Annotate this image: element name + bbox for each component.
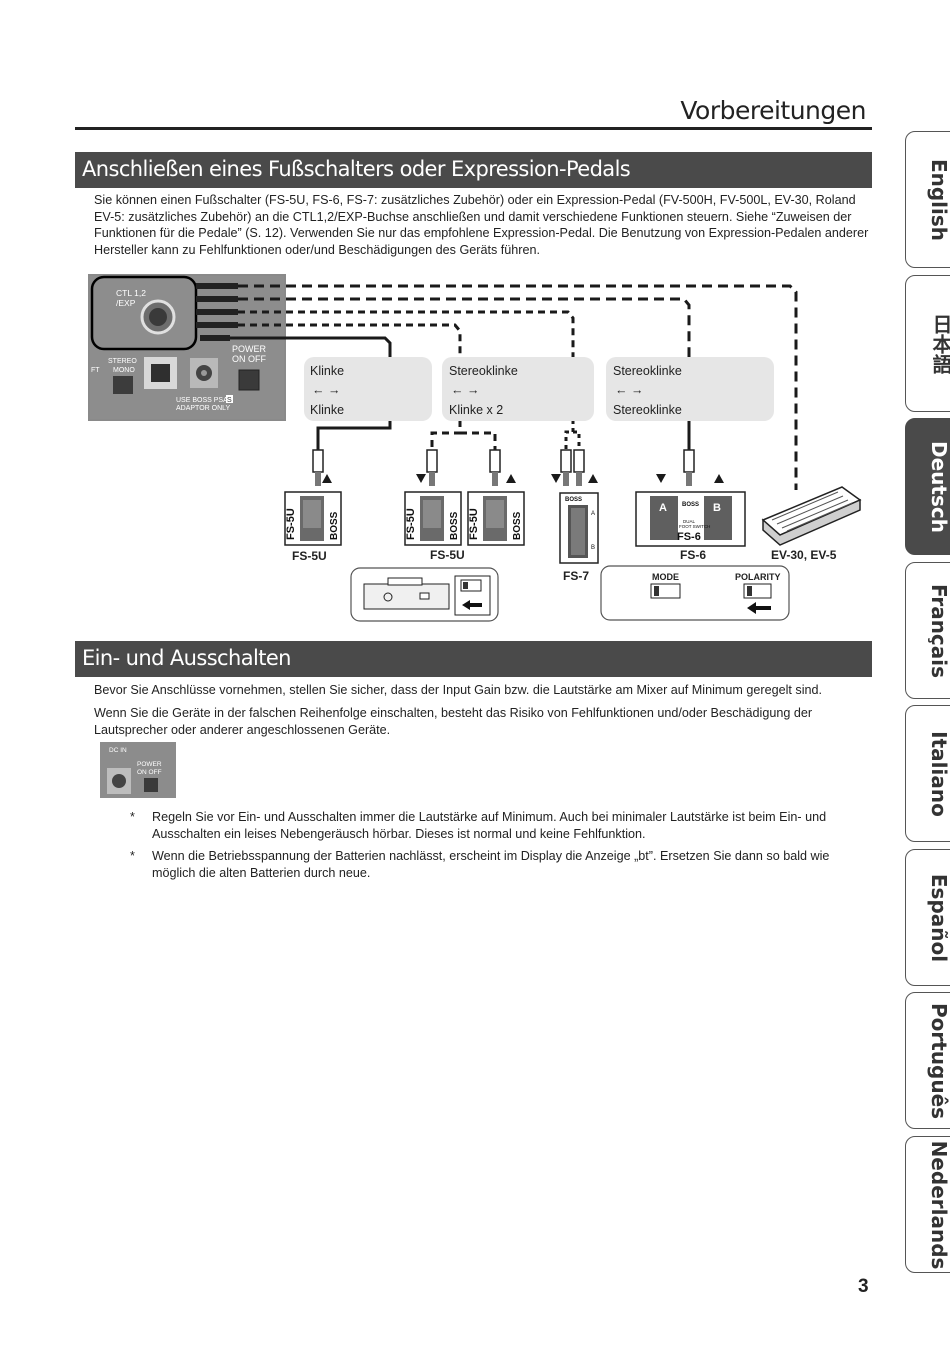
section1-body-line: Sie können einen Fußschalter (FS-5U, FS-…	[94, 193, 856, 207]
fs6-pedal: A B BOSS DUAL FOOT SWITCH FS-6	[635, 491, 746, 547]
ev30-expression-pedal	[761, 486, 862, 546]
polarity-triangles	[322, 474, 724, 483]
plug-heads	[312, 449, 695, 486]
svg-text:BOSS: BOSS	[682, 502, 699, 508]
svg-text:BOSS: BOSS	[512, 511, 523, 540]
section-title-power: Ein- und Ausschalten	[75, 641, 872, 677]
svg-text:Stereoklinke: Stereoklinke	[449, 364, 518, 378]
fs5u-pair-caption: FS-5U	[430, 548, 465, 562]
tab-espanol[interactable]: Español	[905, 849, 950, 986]
svg-text:B: B	[591, 545, 595, 551]
svg-text:A: A	[659, 502, 667, 514]
svg-text:← →: ← →	[615, 383, 643, 397]
header-rule	[75, 127, 872, 130]
svg-text:FS-6: FS-6	[677, 531, 701, 543]
jack-label-line: CTL 1,2	[116, 288, 146, 298]
tab-japanese[interactable]: 日本語	[905, 275, 950, 412]
fs7-caption: FS-7	[563, 569, 589, 583]
connection-diagram: CTL 1,2 /EXP FT STEREO MONO POWER ON OFF…	[88, 274, 862, 622]
svg-text:BOSS: BOSS	[565, 497, 582, 503]
section1-body: Sie können einen Fußschalter (FS-5U, FS-…	[94, 192, 874, 258]
svg-text:Stereoklinke: Stereoklinke	[613, 364, 682, 378]
page-header-title: Vorbereitungen	[680, 96, 866, 125]
power-order-line: Lautsprecher oder anderer angeschlossene…	[94, 722, 391, 737]
note-line: Regeln Sie vor Ein- und Ausschalten imme…	[152, 810, 827, 824]
tab-nederlands[interactable]: Nederlands	[905, 1136, 950, 1273]
svg-text:FS-5U: FS-5U	[285, 508, 297, 540]
svg-text:Klinke x 2: Klinke x 2	[449, 403, 503, 417]
tab-italiano[interactable]: Italiano	[905, 705, 950, 842]
rear-panel: CTL 1,2 /EXP FT STEREO MONO POWER ON OFF…	[88, 274, 286, 421]
note-line: Wenn die Betriebsspannung der Batterien …	[152, 849, 830, 863]
mode-label: MODE	[652, 572, 679, 582]
note-volume: * Regeln Sie vor Ein- und Ausschalten im…	[130, 809, 860, 842]
svg-text:DUAL: DUAL	[683, 519, 696, 524]
power-intro-paragraph: Bevor Sie Anschlüsse vornehmen, stellen …	[94, 683, 822, 697]
note-bullet: *	[130, 849, 135, 863]
fs5u-switch-callout	[350, 567, 499, 622]
note-line: Ausschalten ein leises Nebengeräusch hör…	[152, 826, 646, 841]
note-bullet: *	[130, 810, 135, 824]
power-label-line: POWER	[232, 344, 267, 354]
adaptor-label-s: S	[227, 397, 232, 404]
svg-text:DC IN: DC IN	[109, 747, 127, 754]
jack-plugs	[196, 283, 238, 341]
svg-text:BOSS: BOSS	[449, 511, 460, 540]
svg-text:FS-5U: FS-5U	[468, 508, 480, 540]
adaptor-label-line: ADAPTOR ONLY	[176, 405, 231, 412]
svg-text:FOOT SWITCH: FOOT SWITCH	[679, 524, 710, 529]
ft-label: FT	[91, 367, 100, 374]
svg-text:BOSS: BOSS	[329, 511, 340, 540]
section-title-connect-pedal: Anschließen eines Fußschalters oder Expr…	[75, 152, 872, 188]
stereo-label-line: MONO	[113, 367, 135, 374]
page-number: 3	[858, 1276, 869, 1297]
cables	[230, 284, 798, 490]
cable-box-stereoklinke: Stereoklinke ← → Stereoklinke	[606, 357, 774, 421]
adaptor-label-line: USE BOSS PSA	[176, 397, 228, 404]
svg-text:ON OFF: ON OFF	[137, 769, 162, 776]
svg-text:Klinke: Klinke	[310, 364, 344, 378]
cable-box-klinke: Klinke ← → Klinke	[304, 357, 432, 421]
ev-caption: EV-30, EV-5	[771, 548, 837, 562]
svg-text:← →: ← →	[312, 383, 340, 397]
fs5u-pair: FS-5U BOSS FS-5U BOSS	[404, 491, 525, 546]
section1-body-line: Funktionen für die Pedale” (S. 12). Verw…	[94, 226, 869, 240]
fs5u-pedal: FS-5U BOSS	[284, 491, 342, 546]
cable-box-stereoklinke-klinke-x2: Stereoklinke ← → Klinke x 2	[442, 357, 594, 421]
note-battery: * Wenn die Betriebsspannung der Batterie…	[130, 848, 860, 881]
power-order-line: Wenn Sie die Geräte in der falschen Reih…	[94, 706, 813, 720]
mode-polarity-callout: MODE POLARITY	[600, 565, 790, 621]
power-label-line: ON OFF	[232, 354, 266, 364]
svg-text:POWER: POWER	[137, 761, 162, 768]
tab-portugues[interactable]: Português	[905, 992, 950, 1129]
jack-label-line: /EXP	[116, 298, 136, 308]
section1-body-line: Hersteller kann zu Fehlfunktionen oder/u…	[94, 242, 540, 257]
polarity-label: POLARITY	[735, 572, 781, 582]
tab-english[interactable]: English	[905, 131, 950, 268]
power-order-paragraph: Wenn Sie die Geräte in der falschen Reih…	[94, 705, 874, 738]
svg-text:Klinke: Klinke	[310, 403, 344, 417]
fs6-caption: FS-6	[680, 548, 706, 562]
svg-text:Stereoklinke: Stereoklinke	[613, 403, 682, 417]
note-line: möglich die alten Batterien durch neue.	[152, 865, 371, 880]
stereo-label-line: STEREO	[108, 358, 137, 365]
tab-deutsch[interactable]: Deutsch	[905, 418, 950, 555]
section1-body-line: EV-5: zusätzliches Zubehör) an die CTL1,…	[94, 209, 852, 224]
fs5u-caption: FS-5U	[292, 549, 327, 563]
svg-text:FS-5U: FS-5U	[405, 508, 417, 540]
tab-francais[interactable]: Français	[905, 562, 950, 699]
fs7-pedal: BOSS A B	[559, 492, 599, 564]
power-panel-thumbnail: DC IN POWER ON OFF	[100, 742, 176, 798]
svg-text:B: B	[713, 502, 721, 514]
svg-text:← →: ← →	[451, 383, 479, 397]
svg-text:A: A	[591, 511, 595, 517]
